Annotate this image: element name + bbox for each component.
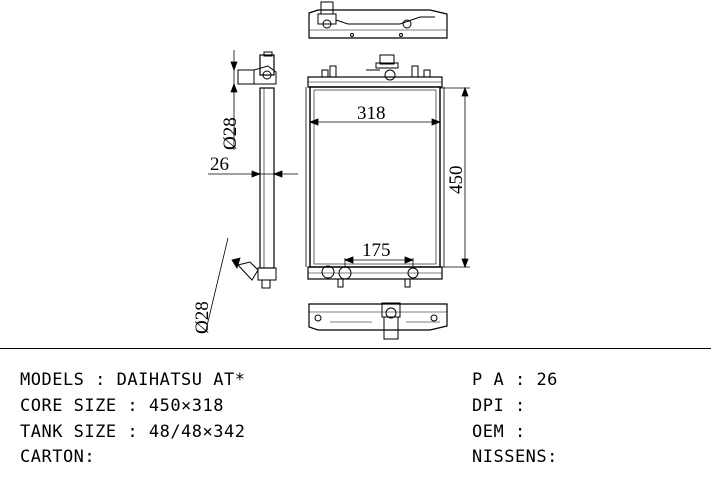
spec-dpi-sep: : [504, 396, 537, 416]
dimension-450-label: 450 [446, 166, 467, 195]
spec-core-size-value: 450×318 [148, 396, 224, 416]
dimension-outlet-diameter-label: Ø28 [192, 301, 213, 334]
dimension-318-label: 318 [357, 103, 386, 124]
spec-core-size: CORE SIZE : 450×318 [20, 396, 224, 416]
radiator-front-view [305, 54, 445, 288]
spec-models-value: DAIHATSU AT* [116, 370, 246, 390]
spec-nissens: NISSENS: [472, 447, 558, 467]
spec-tank-size-value: 48/48×342 [148, 422, 246, 442]
spec-carton-label: CARTON: [20, 447, 96, 467]
radiator-technical-drawing: 318 450 175 26 Ø28 Ø28 [192, 1, 470, 340]
bottom-tank-view [308, 302, 448, 340]
spec-dpi: DPI : [472, 396, 536, 416]
spec-carton: CARTON: [20, 447, 95, 467]
dimension-175-label: 175 [362, 240, 391, 261]
spec-oem-sep: : [504, 422, 537, 442]
dimension-26-label: 26 [210, 154, 229, 175]
spec-oem: OEM : [472, 422, 536, 442]
side-view [237, 51, 277, 289]
spec-pa-label: P A [472, 370, 505, 390]
section-divider [0, 348, 711, 349]
spec-dpi-label: DPI [472, 396, 505, 416]
spec-tank-size-sep: : [116, 422, 149, 442]
spec-models-label: MODELS [20, 370, 85, 390]
dimension-lines [205, 50, 470, 331]
spec-oem-label: OEM [472, 422, 505, 442]
top-tank-view [308, 1, 448, 39]
spec-nissens-label: NISSENS: [472, 447, 558, 467]
spec-tank-size: TANK SIZE : 48/48×342 [20, 422, 245, 442]
spec-pa-sep: : [504, 370, 537, 390]
spec-tank-size-label: TANK SIZE [20, 422, 117, 442]
spec-pa-value: 26 [536, 370, 558, 390]
spec-models-sep: : [84, 370, 117, 390]
dimension-inlet-diameter-label: Ø28 [220, 117, 241, 150]
spec-core-size-label: CORE SIZE [20, 396, 117, 416]
spec-pa: P A : 26 [472, 370, 558, 390]
spec-models: MODELS : DAIHATSU AT* [20, 370, 245, 390]
spec-core-size-sep: : [116, 396, 149, 416]
